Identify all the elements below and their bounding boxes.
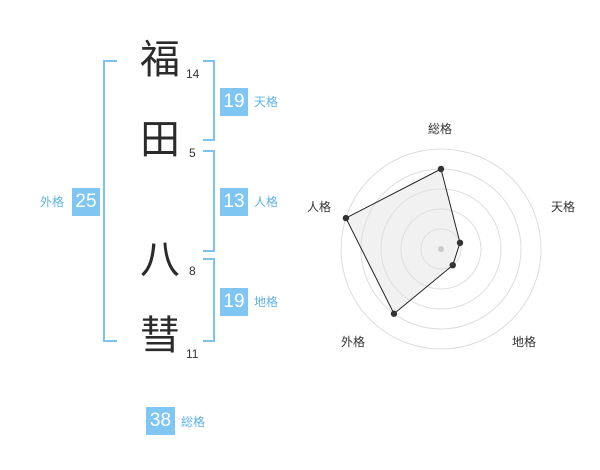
stroke-count-3: 8 [189, 264, 196, 278]
radar-ring-1 [420, 228, 462, 270]
chikaku-label: 地格 [254, 295, 279, 309]
name-char-4: 彗 [140, 313, 180, 359]
radar-point-5 [342, 214, 350, 222]
radar-center [438, 246, 444, 252]
radar-point-2 [456, 239, 464, 247]
radar-point-1 [437, 165, 445, 173]
stroke-count-2: 5 [189, 146, 196, 160]
radar-label-soukaku: 総格 [428, 122, 453, 136]
radar-label-jinkaku: 人格 [307, 200, 332, 214]
radar-ring-3 [380, 188, 502, 310]
radar-ring-5 [340, 148, 542, 350]
tenkaku-bracket [203, 60, 215, 141]
gaikaku-label: 外格 [40, 195, 65, 209]
gaikaku-value: 25 [72, 188, 100, 216]
jinkaku-label: 人格 [254, 195, 279, 209]
gaikaku-bracket [103, 60, 117, 342]
radar-ring-2 [400, 208, 482, 290]
name-char-2: 田 [140, 117, 180, 163]
name-char-3: 八 [140, 237, 180, 283]
stroke-count-4: 11 [186, 347, 199, 361]
radar-label-chikaku: 地格 [512, 335, 537, 349]
radar-point-4 [390, 310, 398, 317]
radar-area [345, 168, 461, 315]
chikaku-bracket [203, 258, 215, 342]
tenkaku-value: 19 [220, 88, 248, 116]
chikaku-value: 19 [220, 288, 248, 316]
jinkaku-bracket [203, 150, 215, 252]
soukaku-label: 総格 [181, 415, 206, 429]
radar-label-tenkaku: 天格 [551, 200, 576, 214]
soukaku-value: 38 [146, 407, 175, 435]
stroke-count-1: 14 [186, 67, 200, 81]
radar-point-3 [449, 261, 456, 269]
tenkaku-label: 天格 [254, 95, 279, 109]
jinkaku-value: 13 [220, 188, 248, 216]
radar-label-gaikaku: 外格 [341, 335, 366, 349]
name-char-1: 福 [140, 37, 180, 83]
